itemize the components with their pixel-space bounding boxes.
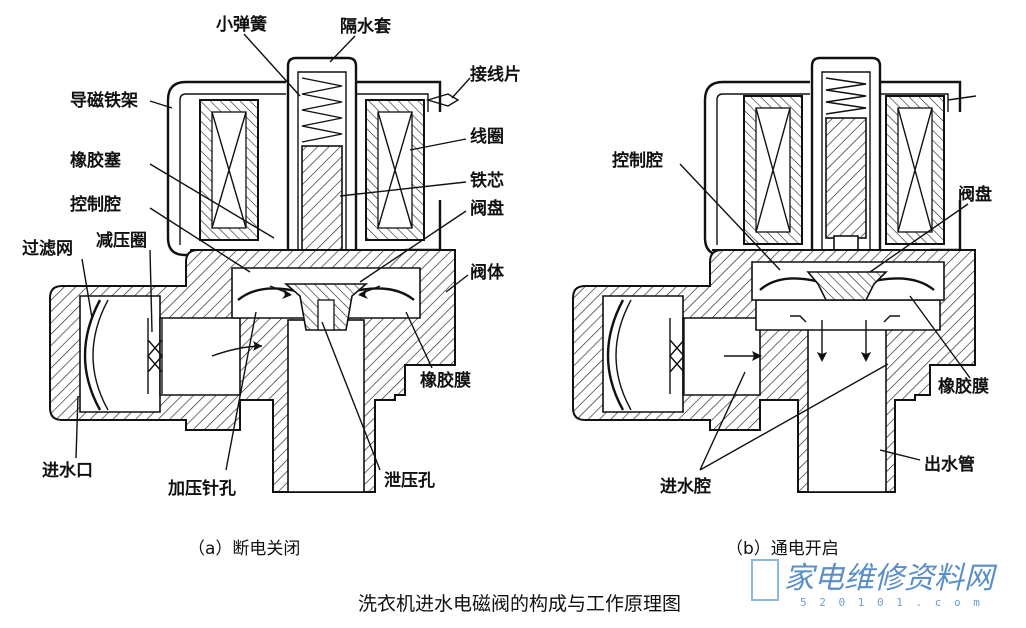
label-plug: 橡胶塞 [70,150,122,171]
label-right-inlet-chamber: 进水腔 [660,476,711,497]
label-pressure-hole: 加压针孔 [167,478,236,499]
label-right-valve-disc: 阀盘 [958,184,992,205]
svg-text:家电维修资料网: 家电维修资料网 [784,561,998,596]
filter-screen [83,299,102,411]
label-frame: 导磁铁架 [70,90,138,111]
label-reducer: 减压圈 [96,230,147,251]
label-membrane: 橡胶膜 [420,370,471,391]
label-filter: 过滤网 [22,238,73,259]
label-right-outlet: 出水管 [924,454,975,475]
left-labels: 小弹簧 隔水套 接线片 导磁铁架 线圈 橡胶塞 铁芯 控制腔 阀盘 过滤网 减压… [22,14,521,499]
label-spring: 小弹簧 [216,14,267,35]
svg-text:5 2 0 1 0 1 . c o m: 5 2 0 1 0 1 . c o m [800,596,983,609]
label-right-control-chamber: 控制腔 [612,150,663,171]
caption-right: （b）通电开启 [726,539,839,559]
reducer-ring [147,318,163,394]
label-coil: 线圈 [470,126,504,147]
site-logo: 家电维修资料网 5 2 0 1 0 1 . c o m [751,559,998,609]
label-relief-hole: 泄压孔 [384,470,435,491]
label-inlet: 进水口 [42,460,93,481]
label-core: 铁芯 [470,170,504,191]
right-labels: 控制腔 阀盘 橡胶膜 出水管 进水腔 [612,150,992,497]
left-leader-lines [75,33,471,471]
label-sleeve: 隔水套 [340,16,392,37]
iron-core [301,145,343,259]
label-body: 阀体 [470,262,505,283]
label-terminal: 接线片 [470,64,521,85]
water-sleeve [286,56,358,262]
valve-open-drawing [572,56,977,493]
spring [301,77,343,143]
label-right-membrane: 橡胶膜 [938,376,989,397]
caption-left: （a）断电关闭 [188,539,300,559]
label-control-chamber: 控制腔 [70,194,121,215]
diagram-title: 洗衣机进水电磁阀的构成与工作原理图 [358,593,681,615]
label-valve-disc: 阀盘 [470,198,504,219]
valve-closed-drawing [49,56,460,493]
terminal [425,93,460,107]
right-leader-lines [679,163,971,471]
